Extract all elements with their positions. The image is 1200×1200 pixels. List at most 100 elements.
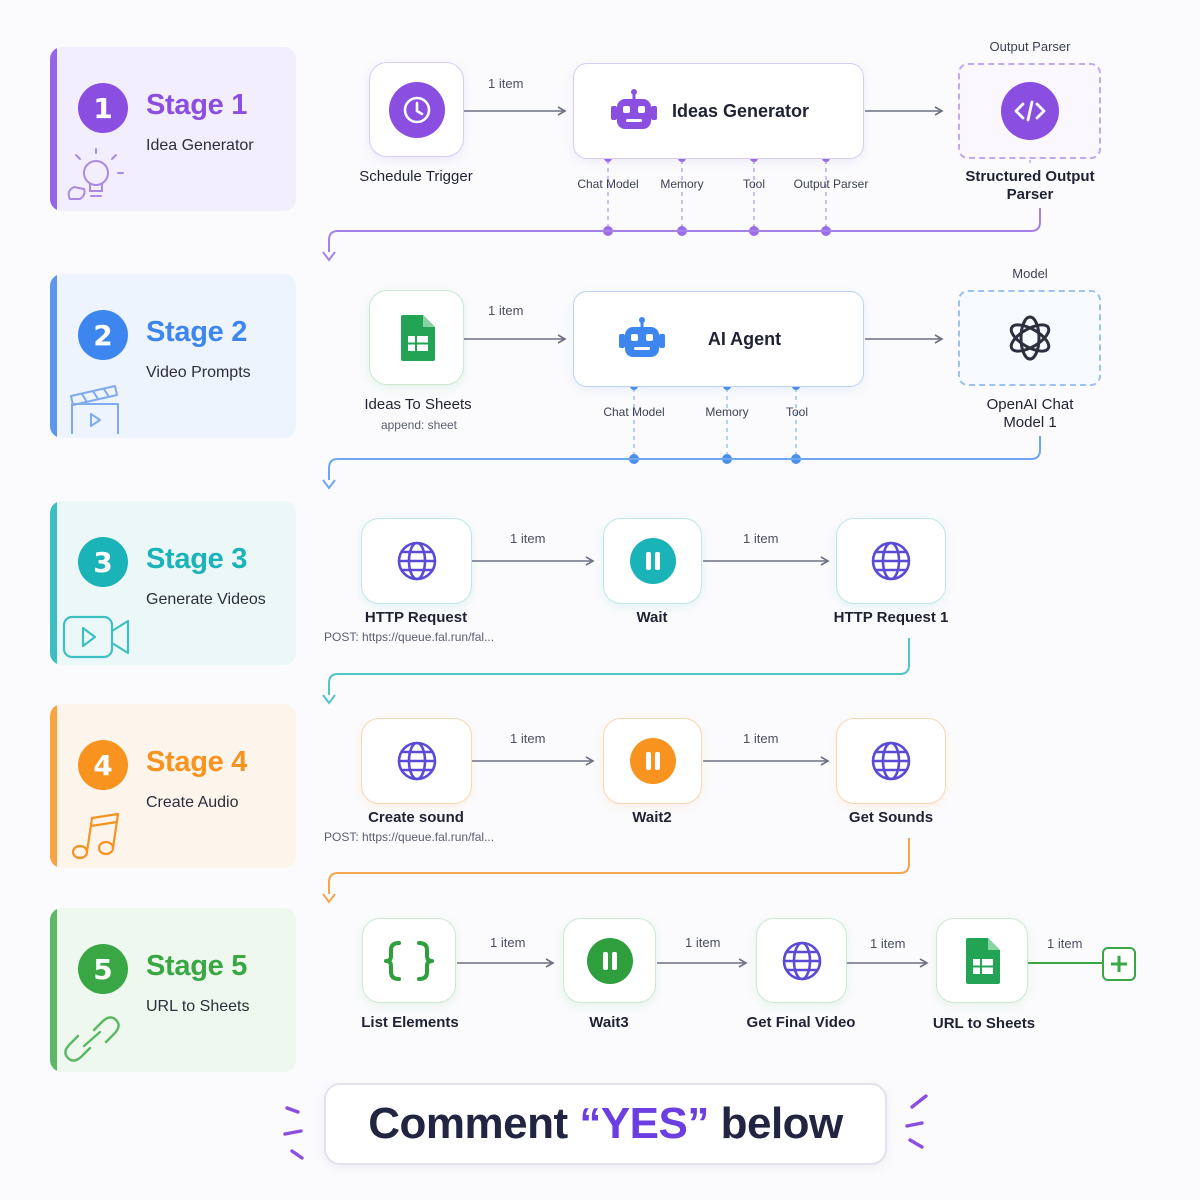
pause-icon — [629, 738, 676, 784]
wait2-node[interactable] — [603, 718, 702, 804]
globe-icon — [782, 941, 821, 980]
wait3-label: Wait3 — [589, 1014, 629, 1031]
stage-1-panel: 1 Stage 1 Idea Generator — [50, 47, 296, 211]
stage-5-panel: 5 Stage 5 URL to Sheets — [50, 908, 296, 1072]
http-request-1-label: HTTP Request 1 — [833, 609, 949, 626]
globe-icon — [397, 541, 436, 581]
cta-highlight: “YES” — [579, 1099, 709, 1148]
get-final-video-label: Get Final Video — [746, 1014, 856, 1031]
comment-cta-box[interactable]: Comment “YES” below — [324, 1083, 887, 1165]
stage-4-panel: 4 Stage 4 Create Audio — [50, 704, 296, 868]
google-sheets-icon — [966, 937, 1000, 984]
ideas-to-sheets-node[interactable] — [369, 290, 464, 385]
wait-node[interactable] — [603, 518, 702, 604]
item-count-label: 1 item — [510, 531, 546, 546]
item-count-label: 1 item — [743, 531, 779, 546]
wait2-label: Wait2 — [632, 809, 672, 826]
stage-3-return-path — [328, 638, 910, 695]
port-label-output-parser: Output Parser — [793, 177, 869, 191]
video-camera-icon — [62, 615, 130, 659]
http-request-1-node[interactable] — [836, 518, 946, 604]
ideas-to-sheets-label: Ideas To Sheets — [364, 396, 472, 413]
create-sound-label: Create sound — [368, 809, 464, 826]
item-count-label: 1 item — [488, 303, 524, 318]
link-icon — [64, 1016, 120, 1062]
structured-output-parser-label: Structured Output Parser — [920, 168, 1140, 204]
music-note-icon — [71, 812, 120, 860]
stage-1-subtitle: Idea Generator — [146, 137, 254, 154]
port-label-tool: Tool — [742, 177, 765, 191]
http-request-label: HTTP Request — [364, 609, 468, 626]
openai-chat-model-label-line2: Model 1 — [1003, 414, 1057, 431]
get-final-video-node[interactable] — [756, 918, 847, 1003]
schedule-trigger-label: Schedule Trigger — [359, 168, 473, 185]
clapperboard-icon — [70, 385, 119, 434]
http-request-node[interactable] — [361, 518, 472, 604]
globe-icon — [871, 541, 911, 581]
cta-suffix: below — [708, 1099, 844, 1148]
stage-2-accent-bar — [50, 274, 57, 438]
port-connectors — [607, 160, 1031, 230]
openai-chat-model-label-line1: OpenAI Chat — [986, 396, 1074, 413]
add-node-button[interactable]: + — [1102, 947, 1136, 981]
cta-prefix: Comment — [368, 1099, 580, 1148]
openai-chat-model-label: OpenAI Chat Model 1 — [920, 396, 1140, 432]
ai-agent-name: AI Agent — [707, 328, 782, 349]
stage-4-accent-bar — [50, 704, 57, 868]
robot-icon — [618, 317, 665, 357]
stage-5-subtitle: URL to Sheets — [146, 998, 250, 1015]
stage-2-return-path — [328, 436, 1041, 480]
create-sound-node[interactable] — [361, 718, 472, 804]
clock-icon — [388, 81, 445, 138]
stage-3-number: 3 — [78, 537, 128, 587]
output-parser-heading: Output Parser — [989, 39, 1071, 54]
stage-2-title: Stage 2 — [146, 316, 248, 348]
braces-icon — [384, 940, 434, 981]
structured-output-parser-node[interactable] — [958, 63, 1101, 159]
sparkle-marks — [283, 1094, 928, 1160]
code-icon — [1000, 82, 1059, 140]
item-count-label: 1 item — [510, 731, 546, 746]
pause-icon — [586, 937, 633, 984]
get-sounds-node[interactable] — [836, 718, 946, 804]
stage-1-number: 1 — [78, 83, 128, 133]
stage-4-subtitle: Create Audio — [146, 794, 239, 811]
item-count-label: 1 item — [743, 731, 779, 746]
stage-2-subtitle: Video Prompts — [146, 364, 251, 381]
ai-agent-node[interactable]: AI Agent — [573, 291, 864, 387]
port-label-memory: Memory — [705, 405, 749, 419]
ideas-generator-node[interactable]: Ideas Generator — [573, 63, 864, 159]
ideas-generator-name: Ideas Generator — [671, 100, 810, 121]
stage-1-title: Stage 1 — [146, 89, 248, 121]
stage-2-number: 2 — [78, 310, 128, 360]
stage-5-number: 5 — [78, 944, 128, 994]
create-sound-sub: POST: https://queue.fal.run/fal... — [324, 830, 495, 844]
port-label-tool: Tool — [785, 405, 808, 419]
item-count-label: 1 item — [685, 935, 721, 950]
globe-icon — [871, 741, 911, 781]
openai-icon — [1009, 315, 1050, 361]
list-elements-node[interactable] — [362, 918, 456, 1003]
url-to-sheets-label: URL to Sheets — [932, 1015, 1036, 1032]
stage-3-accent-bar — [50, 501, 57, 665]
http-request-sub: POST: https://queue.fal.run/fal... — [324, 630, 495, 644]
schedule-trigger-node[interactable] — [369, 62, 464, 157]
structured-output-parser-label-line2: Parser — [1006, 186, 1054, 203]
wait3-node[interactable] — [563, 918, 656, 1003]
google-sheets-icon — [400, 314, 435, 361]
url-to-sheets-node[interactable] — [936, 918, 1028, 1003]
lightbulb-icon — [67, 148, 124, 200]
robot-icon — [610, 89, 657, 129]
pause-icon — [629, 538, 676, 584]
port-label-chat-model: Chat Model — [577, 177, 639, 191]
stage-3-title: Stage 3 — [146, 543, 248, 575]
ideas-to-sheets-sub: append: sheet — [380, 418, 458, 432]
globe-icon — [397, 741, 436, 781]
stage-5-accent-bar — [50, 908, 57, 1072]
model-heading: Model — [1012, 266, 1048, 281]
stage-4-return-path — [328, 838, 910, 894]
openai-chat-model-node[interactable] — [958, 290, 1101, 386]
stage-5-title: Stage 5 — [146, 950, 248, 982]
stage-1-return-path — [328, 208, 1041, 252]
list-elements-label: List Elements — [361, 1014, 459, 1031]
